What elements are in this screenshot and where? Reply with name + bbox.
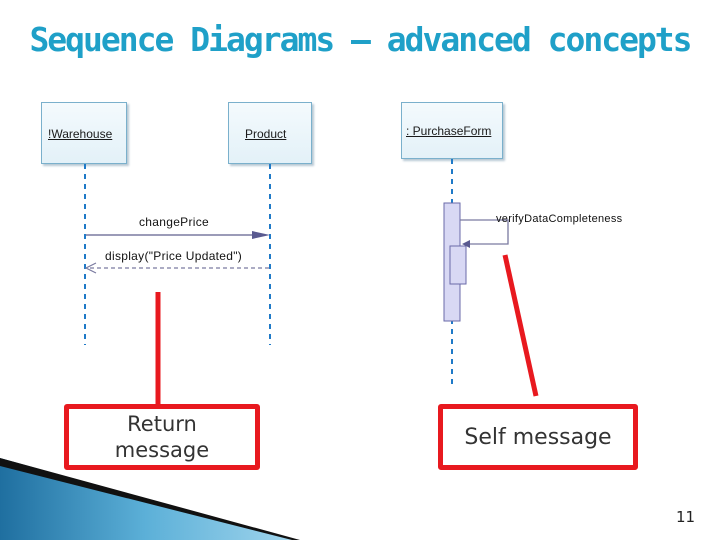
self-message-arrowhead bbox=[462, 240, 470, 248]
self-message-callout: Self message bbox=[438, 404, 638, 470]
self-pointer-line bbox=[502, 254, 539, 397]
lifeline-warehouse-label: !Warehouse bbox=[48, 127, 113, 141]
changeprice-label: changePrice bbox=[139, 215, 210, 229]
slide-title: Sequence Diagrams – advanced concepts bbox=[29, 20, 692, 59]
return-message-callout-text: Return message bbox=[114, 412, 210, 462]
self-message-callout-text: Self message bbox=[464, 424, 612, 450]
self-message-loop bbox=[460, 219, 509, 245]
lifeline-product-label: Product bbox=[245, 127, 287, 141]
decorative-wedge-dark bbox=[0, 458, 300, 540]
changeprice-arrowhead bbox=[252, 231, 270, 239]
return-arrowhead bbox=[84, 262, 97, 274]
return-message-label: display("Price Updated") bbox=[105, 249, 243, 263]
page-number: 11 bbox=[676, 508, 696, 526]
return-message-callout: Return message bbox=[64, 404, 260, 470]
self-message-label: verifyDataCompleteness bbox=[496, 213, 623, 225]
lifeline-purchaseform-label: : PurchaseForm bbox=[406, 124, 492, 138]
lifeline-purchaseform: : PurchaseForm bbox=[401, 102, 503, 159]
self-activation-bar bbox=[449, 245, 467, 285]
lifeline-warehouse: !Warehouse bbox=[41, 102, 127, 164]
lifeline-product: Product bbox=[228, 102, 312, 164]
